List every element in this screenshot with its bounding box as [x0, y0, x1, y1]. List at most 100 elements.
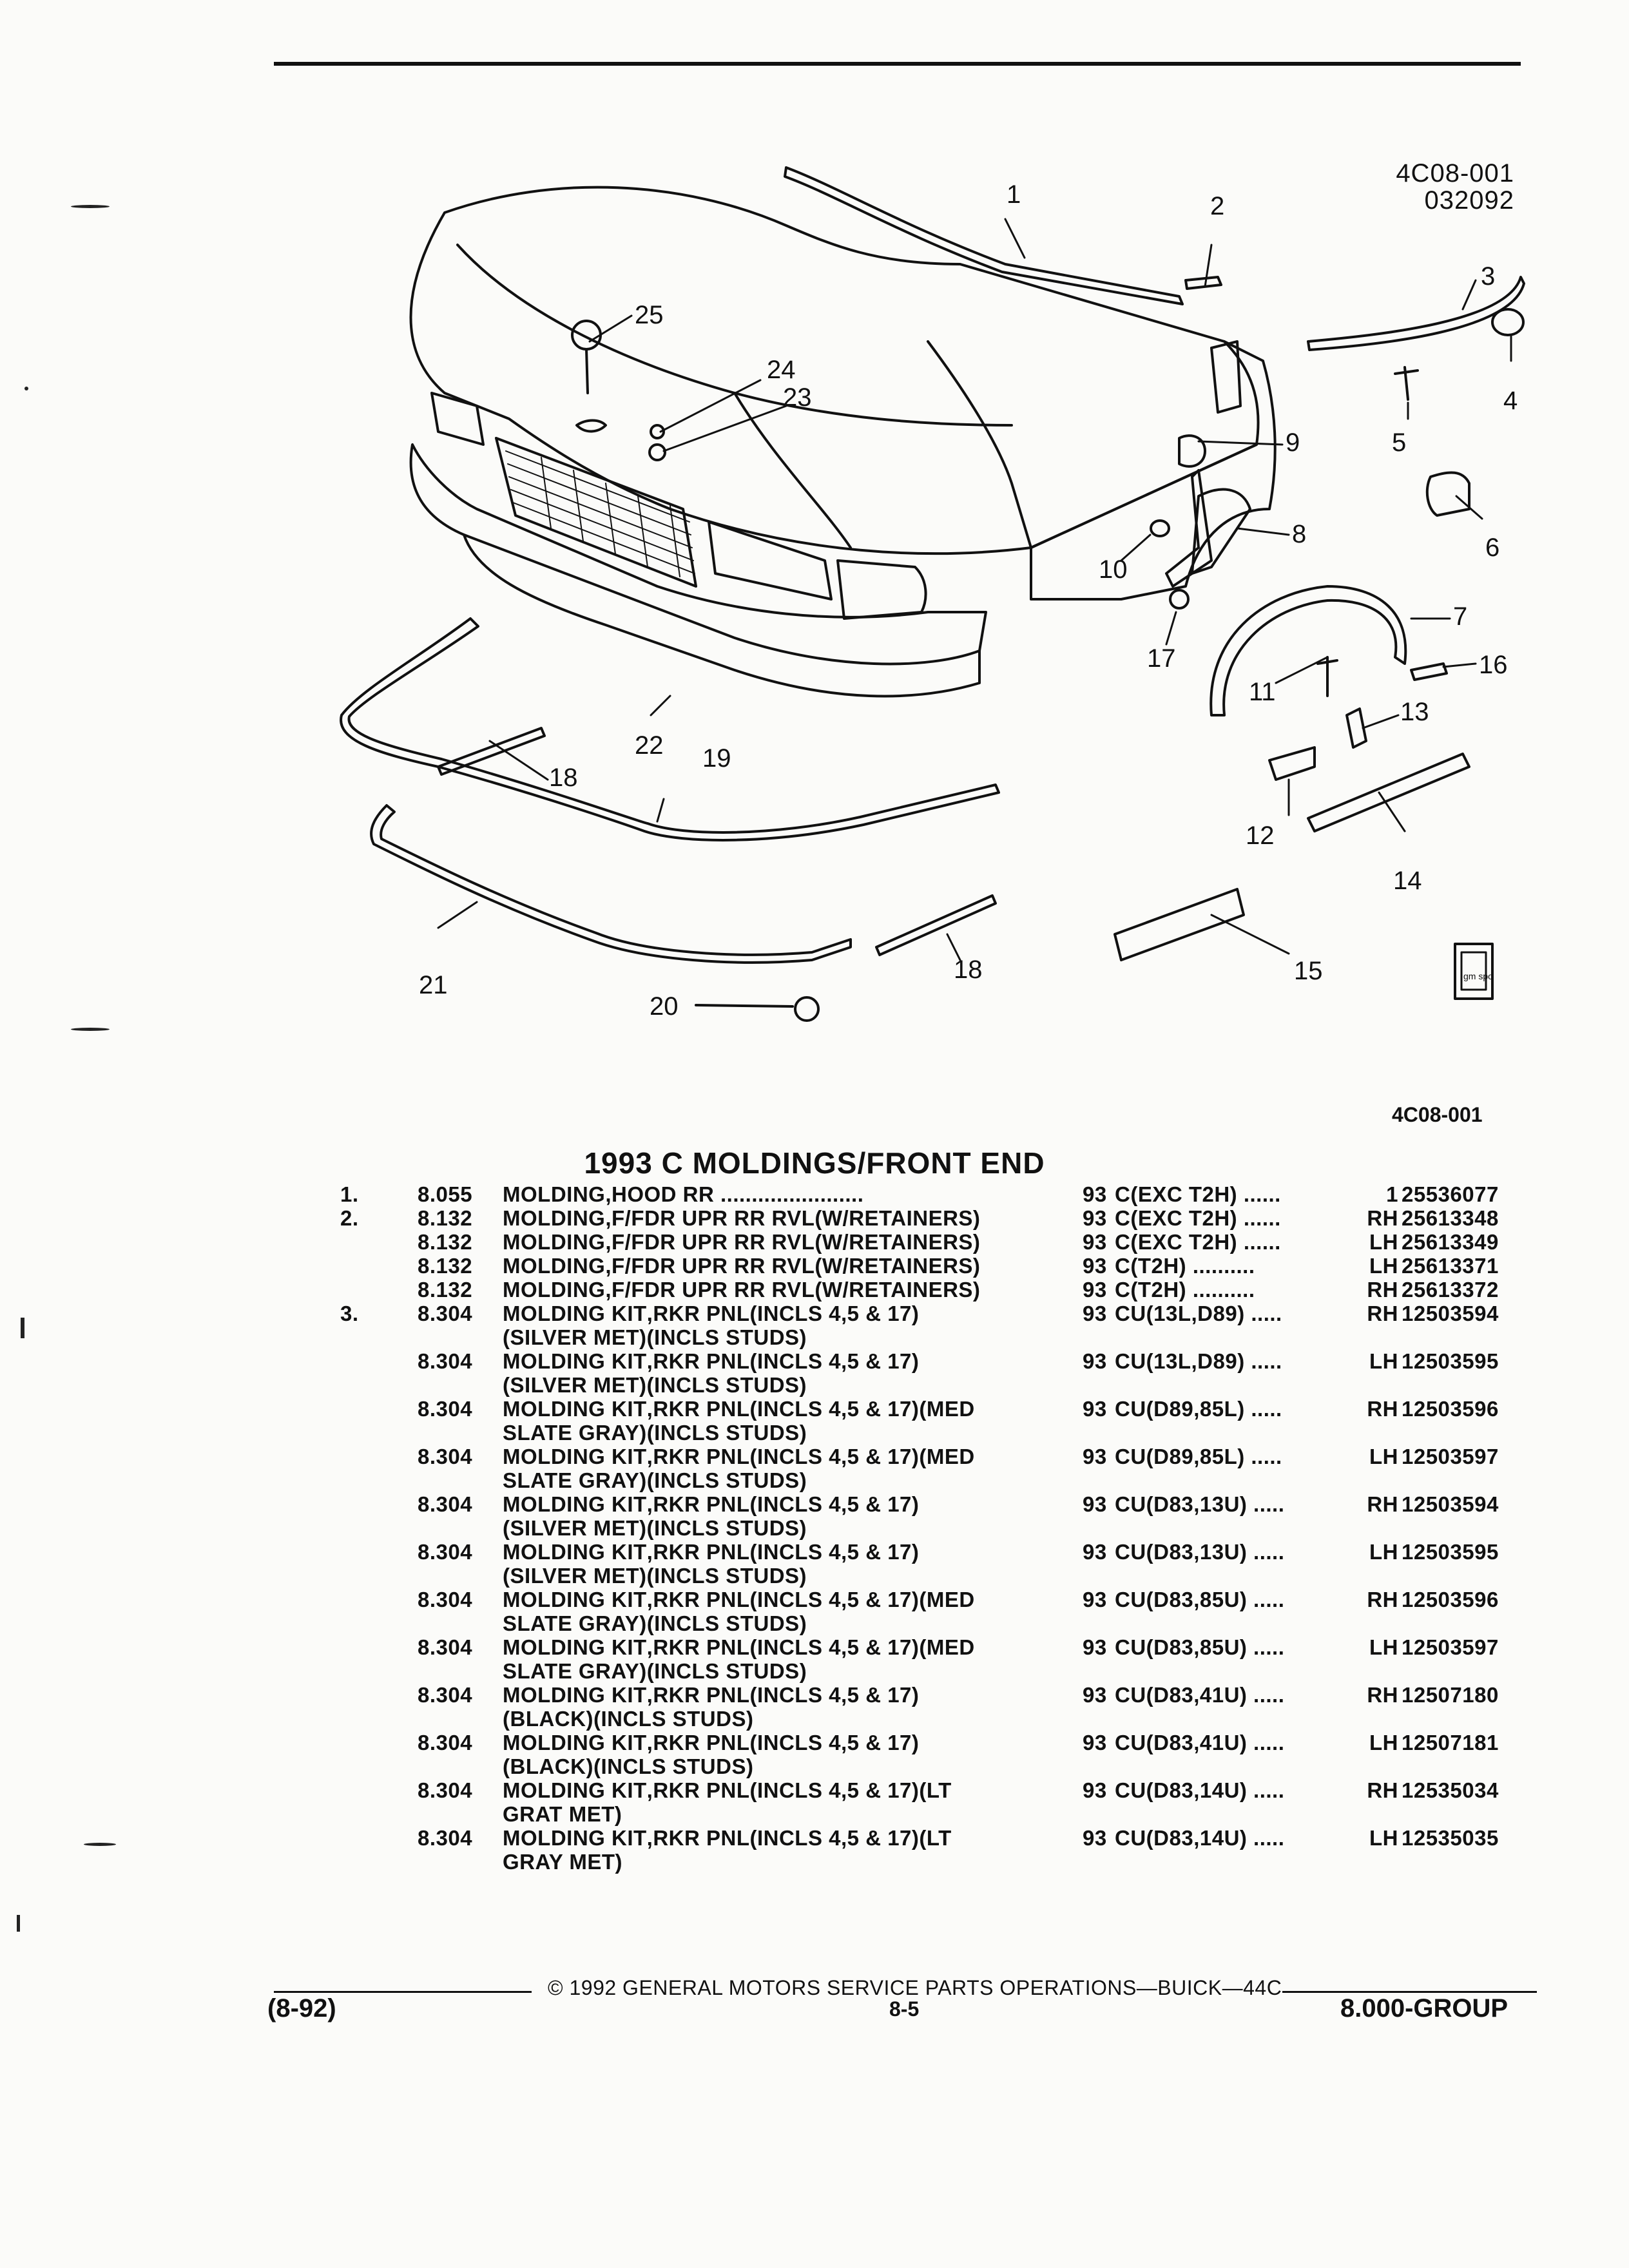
part-number: 12503594 [1402, 1492, 1499, 1516]
part-description: MOLDING KIT,RKR PNL(INCLS 4,5 & 17) [503, 1683, 919, 1707]
clip-23 [648, 443, 666, 461]
part-year: 93 [1083, 1826, 1107, 1850]
part-model: CU(D83,41U) ..... [1115, 1683, 1285, 1707]
molding-14 [1307, 753, 1470, 832]
part-model: CU(D83,13U) ..... [1115, 1492, 1285, 1516]
fender-upper-molding [1184, 276, 1222, 290]
part-model: CU(D83,85U) ..... [1115, 1588, 1285, 1611]
part-description: MOLDING KIT,RKR PNL(INCLS 4,5 & 17) [503, 1302, 919, 1326]
part-description: MOLDING,F/FDR UPR RR RVL(W/RETAINERS) [503, 1206, 980, 1231]
grille-bars [505, 450, 695, 577]
part-number: 12507181 [1402, 1731, 1499, 1754]
margin-mark [24, 387, 28, 390]
part-name: MOLDING KIT [503, 1349, 647, 1373]
part-description: MOLDING,HOOD RR ....................... [503, 1182, 863, 1207]
hood-ornament [571, 320, 602, 351]
stud-20-head [794, 996, 820, 1022]
margin-mark [71, 1028, 110, 1031]
callout-11: 11 [1249, 678, 1276, 706]
part-description-cont: (SILVER MET)(INCLS STUDS) [503, 1373, 807, 1397]
bumper-molding-19 [340, 617, 1000, 841]
part-name: MOLDING [503, 1182, 606, 1206]
part-description: MOLDING KIT,RKR PNL(INCLS 4,5 & 17)(MED [503, 1635, 975, 1660]
part-year: 93 [1083, 1230, 1107, 1254]
part-group: 8.304 [418, 1778, 473, 1802]
strip-18-upper [437, 727, 546, 776]
part-number: 25613349 [1402, 1230, 1499, 1254]
part-model: CU(D83,14U) ..... [1115, 1826, 1285, 1850]
part-name: MOLDING KIT [503, 1302, 647, 1325]
part-side: LH [1369, 1349, 1398, 1373]
part-desc: ,F/FDR UPR RR RVL(W/RETAINERS) [605, 1278, 981, 1302]
part-side: LH [1369, 1254, 1398, 1278]
part-desc: ,RKR PNL(INCLS 4,5 & 17)(LT [646, 1826, 952, 1850]
figure-code: 4C08-001 [1396, 159, 1514, 187]
part-side: RH [1367, 1278, 1398, 1302]
part-name: MOLDING KIT [503, 1588, 647, 1611]
part-description: MOLDING KIT,RKR PNL(INCLS 4,5 & 17) [503, 1731, 919, 1755]
part-description: MOLDING KIT,RKR PNL(INCLS 4,5 & 17) [503, 1349, 919, 1374]
bumper-molding-21 [370, 804, 852, 964]
part-side: RH [1367, 1778, 1398, 1802]
part-description: MOLDING,F/FDR UPR RR RVL(W/RETAINERS) [503, 1278, 980, 1302]
gm-spo-logo-text: gm spo [1463, 971, 1493, 981]
callout-6: 6 [1485, 533, 1499, 562]
callout-3: 3 [1481, 262, 1495, 291]
part-year: 93 [1083, 1445, 1107, 1468]
screw-5 [1394, 366, 1419, 401]
part-side: LH [1369, 1445, 1398, 1468]
part-description: MOLDING KIT,RKR PNL(INCLS 4,5 & 17) [503, 1540, 919, 1564]
part-group: 8.132 [418, 1206, 473, 1230]
part-year: 93 [1083, 1349, 1107, 1373]
molding-8 [1191, 488, 1251, 575]
top-rule [274, 62, 1521, 66]
part-number: 12535034 [1402, 1778, 1499, 1802]
splash-strip [1165, 469, 1213, 588]
part-group: 8.304 [418, 1302, 473, 1325]
callout-10: 10 [1099, 555, 1128, 584]
callout-21: 21 [419, 971, 448, 999]
end-cap-6 [1425, 471, 1470, 517]
part-description-cont: (BLACK)(INCLS STUDS) [503, 1754, 754, 1778]
front-bumper [409, 443, 987, 666]
part-group: 8.304 [418, 1492, 473, 1516]
part-year: 93 [1083, 1254, 1107, 1278]
part-side: LH [1369, 1635, 1398, 1659]
part-desc: ,RKR PNL(INCLS 4,5 & 17)(MED [646, 1588, 975, 1611]
rocker-end [1210, 340, 1242, 414]
part-number: 12535035 [1402, 1826, 1499, 1850]
part-name: MOLDING KIT [503, 1683, 647, 1707]
exploded-illustration: 1 2 3 4 5 6 7 8 9 10 11 12 13 14 15 16 1… [340, 166, 1525, 1022]
part-model: CU(D83,13U) ..... [1115, 1540, 1285, 1564]
gm-spo-logo [1454, 943, 1494, 1000]
left-lamp [430, 392, 485, 446]
callout-24: 24 [767, 356, 796, 384]
ornament-nut [575, 419, 607, 433]
part-desc: ,HOOD RR ....................... [605, 1182, 864, 1206]
part-desc: ,RKR PNL(INCLS 4,5 & 17)(MED [646, 1397, 975, 1421]
part-name: MOLDING KIT [503, 1445, 647, 1468]
part-year: 93 [1083, 1731, 1107, 1754]
part-desc: ,F/FDR UPR RR RVL(W/RETAINERS) [605, 1206, 981, 1230]
part-name: MOLDING [503, 1206, 606, 1230]
footer-date: (8-92) [267, 1994, 336, 2023]
page-number: 8-5 [889, 1997, 920, 2021]
grommet-17 [1169, 589, 1190, 610]
strip-18-lower [875, 894, 997, 956]
part-model: C(EXC T2H) ...... [1115, 1182, 1281, 1206]
part-description-cont: SLATE GRAY)(INCLS STUDS) [503, 1468, 807, 1492]
hood-edge [733, 392, 852, 549]
part-group: 8.304 [418, 1588, 473, 1611]
part-model: C(EXC T2H) ...... [1115, 1206, 1281, 1230]
part-year: 93 [1083, 1206, 1107, 1230]
callout-1: 1 [1007, 180, 1021, 209]
hood-ridge [456, 244, 1013, 427]
bracket-12 [1268, 746, 1316, 781]
part-number: 12503595 [1402, 1349, 1499, 1373]
part-number: 12503596 [1402, 1588, 1499, 1611]
part-year: 93 [1083, 1302, 1107, 1325]
part-year: 93 [1083, 1778, 1107, 1802]
part-ref: 2. [340, 1206, 359, 1230]
part-model: CU(D83,14U) ..... [1115, 1778, 1285, 1802]
part-number: 25613371 [1402, 1254, 1499, 1278]
